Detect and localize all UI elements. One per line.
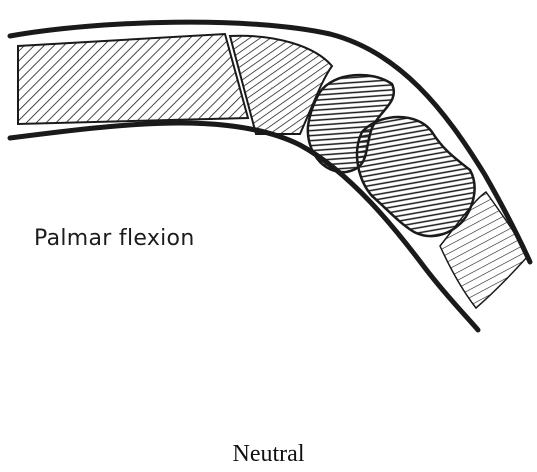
neutral-label: Neutral (0, 441, 537, 468)
palmar-flexion-label: Palmar flexion (34, 226, 195, 251)
flexion-radius-bone (18, 34, 248, 124)
palmar-flexion-diagram (10, 22, 530, 330)
